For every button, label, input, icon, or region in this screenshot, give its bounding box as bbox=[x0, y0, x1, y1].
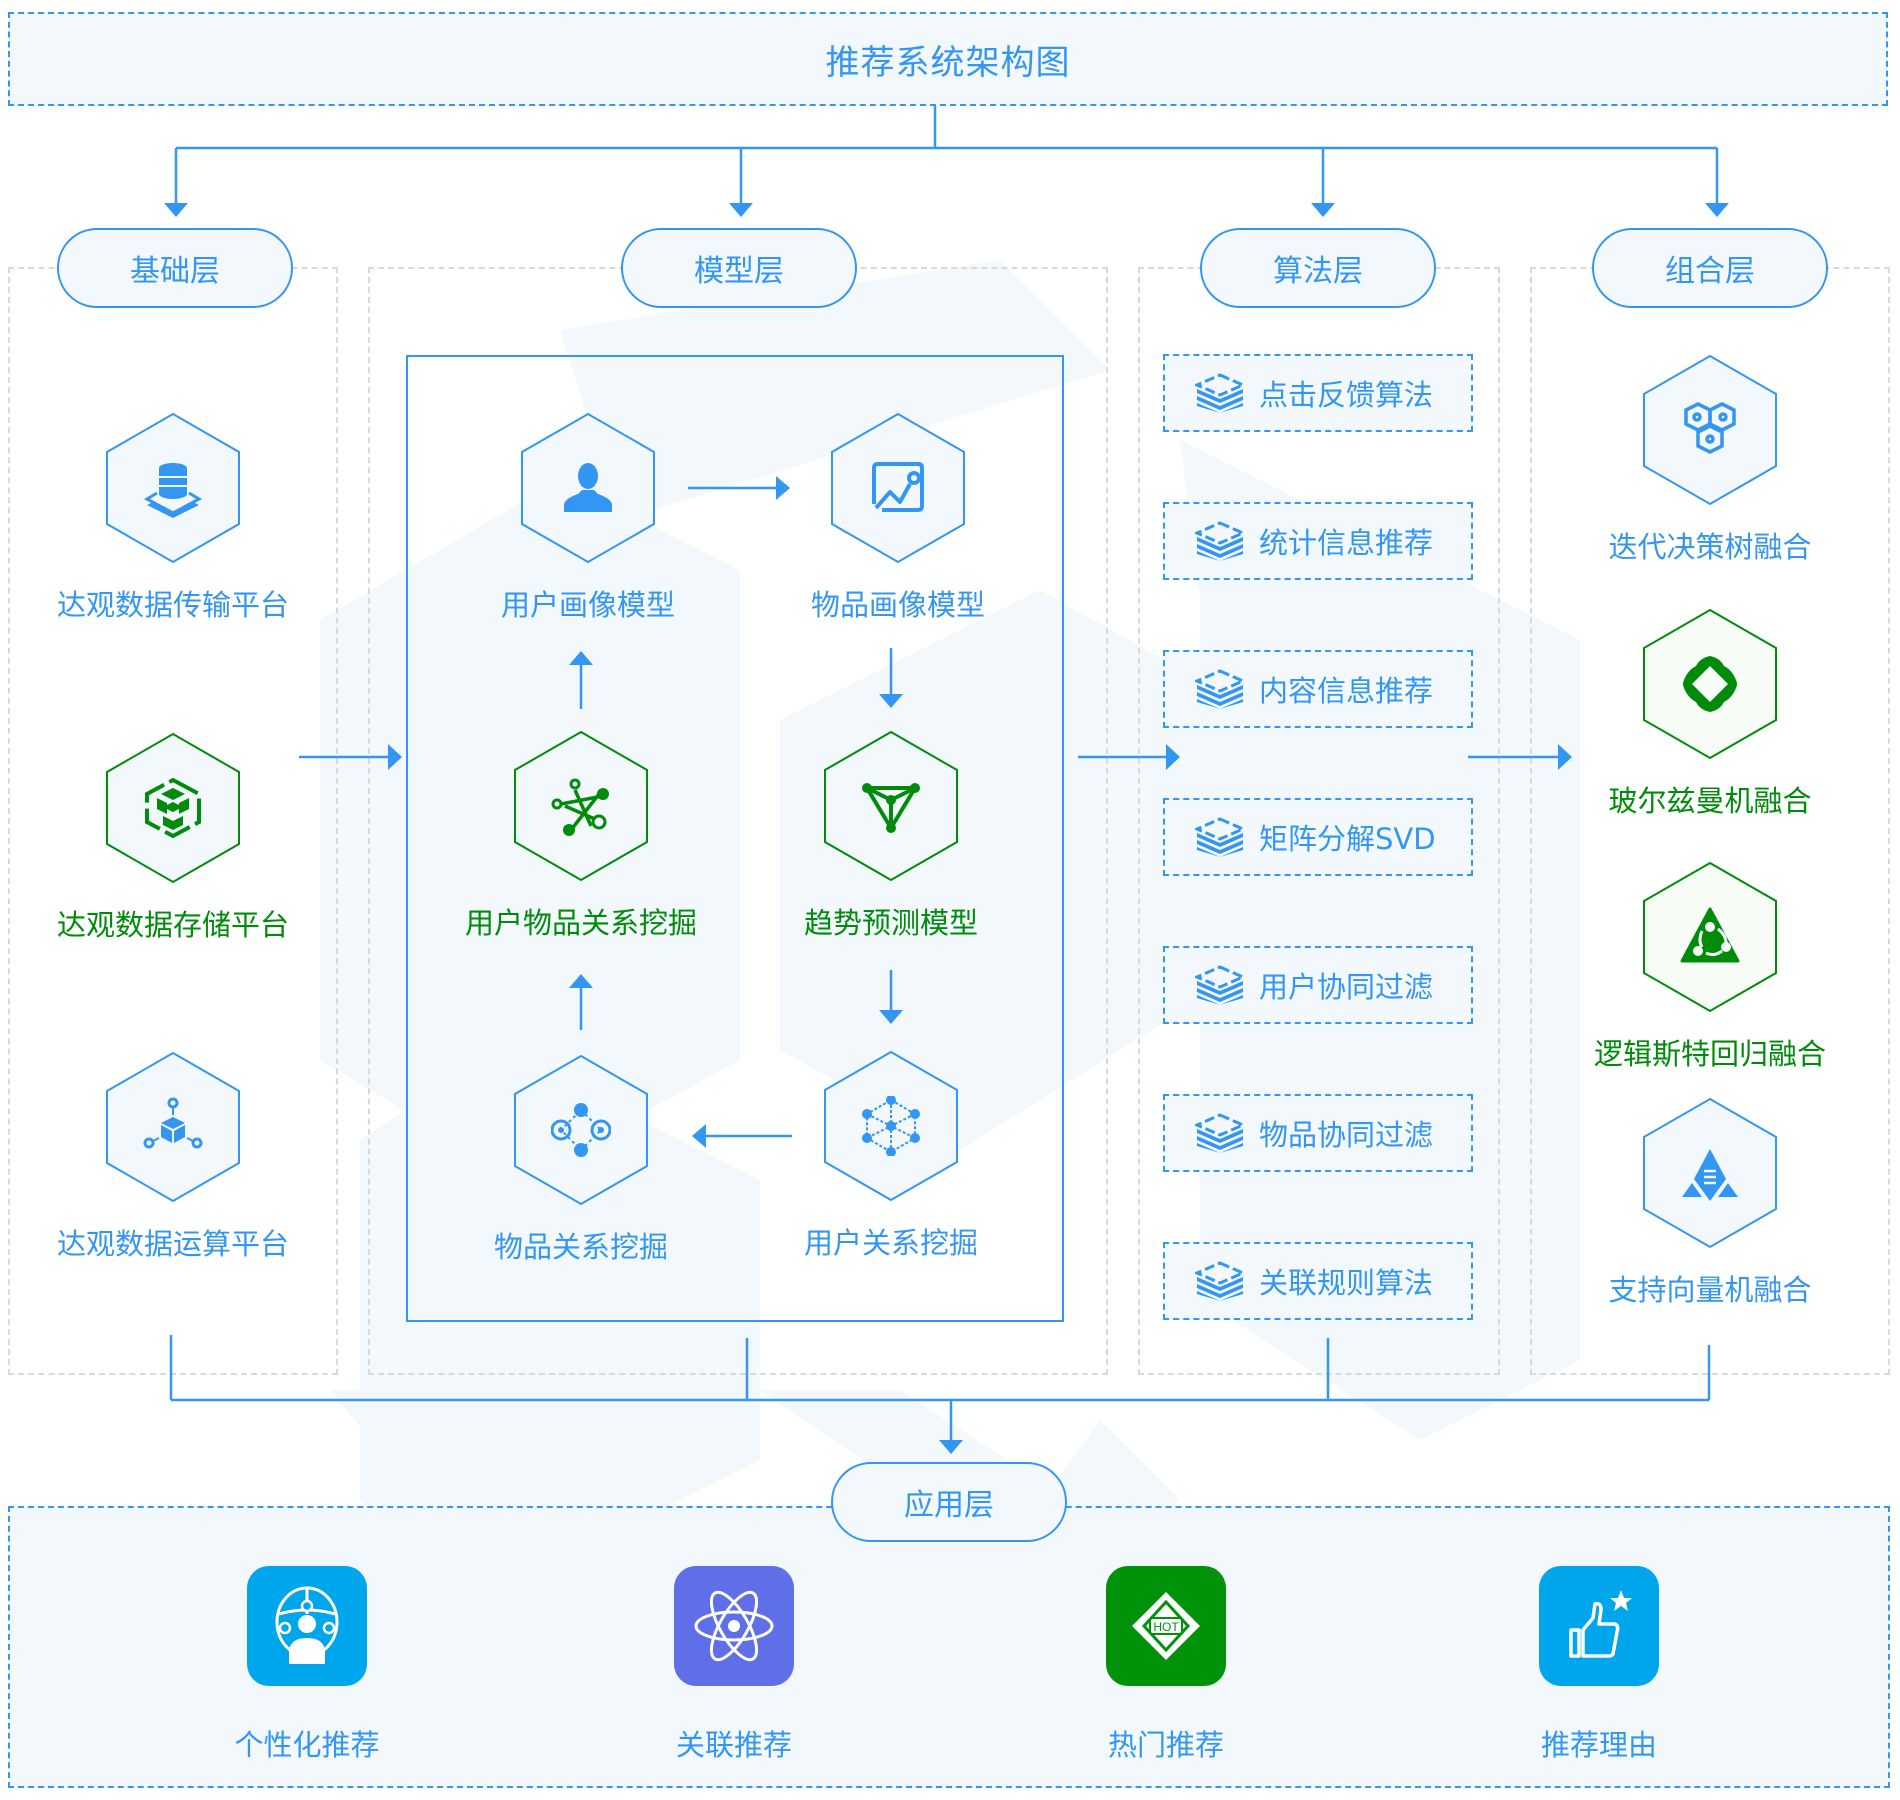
app-icon-tile bbox=[1539, 1566, 1659, 1686]
diagram-title-box: 推荐系统架构图 bbox=[8, 12, 1888, 106]
model-item-label: 用户关系挖掘 bbox=[803, 1226, 978, 1260]
algorithm-item[interactable]: 统计信息推荐 bbox=[1163, 502, 1473, 580]
app-icon-tile: HOT bbox=[1106, 1566, 1226, 1686]
hot-badge-icon: HOT bbox=[1132, 1592, 1200, 1660]
algorithm-label: 内容信息推荐 bbox=[1259, 674, 1434, 708]
database-layers-icon bbox=[143, 463, 203, 518]
model-item-label: 物品画像模型 bbox=[810, 588, 985, 622]
app-item-related[interactable]: 关联推荐 bbox=[624, 1566, 844, 1764]
triangle-cycle-icon bbox=[1680, 907, 1740, 963]
model-item-user-relation[interactable]: 用户关系挖掘 bbox=[746, 1050, 1036, 1262]
globe-user-icon bbox=[275, 1586, 339, 1664]
algorithm-label: 矩阵分解SVD bbox=[1259, 822, 1436, 856]
ensemble-item-label: 迭代决策树融合 bbox=[1608, 530, 1812, 564]
base-item-label: 达观数据存储平台 bbox=[56, 908, 289, 942]
ensemble-layer-label: 组合层 bbox=[1665, 254, 1755, 289]
base-item-storage[interactable]: 达观数据存储平台 bbox=[23, 732, 323, 944]
ensemble-item-label: 支持向量机融合 bbox=[1608, 1273, 1812, 1307]
algorithm-item[interactable]: 内容信息推荐 bbox=[1163, 650, 1473, 728]
diamond-flower-icon bbox=[1683, 656, 1737, 712]
base-layer-pill: 基础层 bbox=[57, 228, 293, 308]
model-item-trend-prediction[interactable]: 趋势预测模型 bbox=[746, 730, 1036, 942]
stack-layers-icon bbox=[1195, 373, 1245, 413]
app-item-label: 推荐理由 bbox=[1540, 1728, 1657, 1762]
ensemble-item-boltzmann[interactable]: 玻尔兹曼机融合 bbox=[1560, 608, 1860, 820]
algorithm-item[interactable]: 关联规则算法 bbox=[1163, 1242, 1473, 1320]
model-item-user-item-relation[interactable]: 用户物品关系挖掘 bbox=[436, 730, 726, 942]
ensemble-item-label: 玻尔兹曼机融合 bbox=[1608, 784, 1812, 818]
user-icon bbox=[564, 463, 612, 512]
base-layer-label: 基础层 bbox=[130, 254, 220, 289]
ensemble-item-gbdt[interactable]: 迭代决策树融合 bbox=[1560, 354, 1860, 566]
base-item-label: 达观数据运算平台 bbox=[56, 1227, 289, 1261]
base-item-compute[interactable]: 达观数据运算平台 bbox=[23, 1051, 323, 1263]
algorithm-layer-label: 算法层 bbox=[1273, 254, 1363, 289]
hex-cluster-icon bbox=[1684, 402, 1736, 454]
image-chart-icon bbox=[872, 462, 924, 512]
base-item-label: 达观数据传输平台 bbox=[56, 588, 289, 622]
algorithm-layer-pill: 算法层 bbox=[1200, 228, 1436, 308]
algorithm-item[interactable]: 用户协同过滤 bbox=[1163, 946, 1473, 1024]
stack-layers-icon bbox=[1195, 817, 1245, 857]
model-item-user-profile[interactable]: 用户画像模型 bbox=[443, 412, 733, 624]
ensemble-item-svm[interactable]: 支持向量机融合 bbox=[1560, 1097, 1860, 1309]
app-item-label: 关联推荐 bbox=[675, 1728, 792, 1762]
model-item-label: 用户物品关系挖掘 bbox=[464, 906, 697, 940]
network-star-icon bbox=[551, 778, 609, 836]
app-item-label: 个性化推荐 bbox=[234, 1728, 380, 1762]
model-layer-label: 模型层 bbox=[694, 254, 784, 289]
stack-layers-icon bbox=[1195, 669, 1245, 709]
app-item-reason[interactable]: 推荐理由 bbox=[1489, 1566, 1709, 1764]
base-item-transfer[interactable]: 达观数据传输平台 bbox=[23, 412, 323, 624]
ensemble-item-logistic[interactable]: 逻辑斯特回归融合 bbox=[1560, 861, 1860, 1073]
stack-layers-icon bbox=[1195, 521, 1245, 561]
cube-cluster-icon bbox=[145, 778, 201, 838]
stack-layers-icon bbox=[1195, 965, 1245, 1005]
stack-layers-icon bbox=[1195, 1261, 1245, 1301]
triangle-graph-icon bbox=[862, 783, 920, 833]
algorithm-item[interactable]: 矩阵分解SVD bbox=[1163, 798, 1473, 876]
ensemble-layer-pill: 组合层 bbox=[1592, 228, 1828, 308]
app-icon-tile bbox=[674, 1566, 794, 1686]
model-item-item-relation[interactable]: 物品关系挖掘 bbox=[436, 1054, 726, 1266]
algorithm-item[interactable]: 点击反馈算法 bbox=[1163, 354, 1473, 432]
application-layer-pill: 应用层 bbox=[831, 1462, 1067, 1542]
diagram-title: 推荐系统架构图 bbox=[825, 42, 1071, 83]
algorithm-label: 点击反馈算法 bbox=[1259, 378, 1434, 412]
model-item-item-profile[interactable]: 物品画像模型 bbox=[753, 412, 1043, 624]
algorithm-label: 关联规则算法 bbox=[1259, 1266, 1434, 1300]
algorithm-list: 点击反馈算法 统计信息推荐 内容信息推荐 矩阵分解SVD 用户协同过滤 物品协同… bbox=[1163, 354, 1473, 1320]
triangle-server-icon bbox=[1682, 1149, 1738, 1201]
model-item-label: 趋势预测模型 bbox=[803, 906, 978, 940]
app-item-personalized[interactable]: 个性化推荐 bbox=[197, 1566, 417, 1764]
model-item-label: 用户画像模型 bbox=[500, 588, 675, 622]
ensemble-item-label: 逻辑斯特回归融合 bbox=[1593, 1037, 1826, 1071]
node-ring-icon bbox=[551, 1103, 611, 1157]
model-item-label: 物品关系挖掘 bbox=[493, 1230, 668, 1264]
app-item-label: 热门推荐 bbox=[1107, 1728, 1224, 1762]
algorithm-label: 用户协同过滤 bbox=[1259, 970, 1434, 1004]
algorithm-label: 统计信息推荐 bbox=[1259, 526, 1434, 560]
cube-compute-icon bbox=[143, 1097, 203, 1149]
application-layer-label: 应用层 bbox=[904, 1488, 994, 1523]
algorithm-item[interactable]: 物品协同过滤 bbox=[1163, 1094, 1473, 1172]
stack-layers-icon bbox=[1195, 1113, 1245, 1153]
cube-network-icon bbox=[862, 1096, 920, 1156]
thumbs-up-star-icon bbox=[1569, 1590, 1632, 1658]
app-icon-tile bbox=[247, 1566, 367, 1686]
algorithm-label: 物品协同过滤 bbox=[1259, 1118, 1434, 1152]
hot-badge-text: HOT bbox=[1153, 1620, 1179, 1634]
app-item-hot[interactable]: HOT 热门推荐 bbox=[1056, 1566, 1276, 1764]
atom-icon bbox=[694, 1590, 774, 1662]
model-layer-pill: 模型层 bbox=[621, 228, 857, 308]
